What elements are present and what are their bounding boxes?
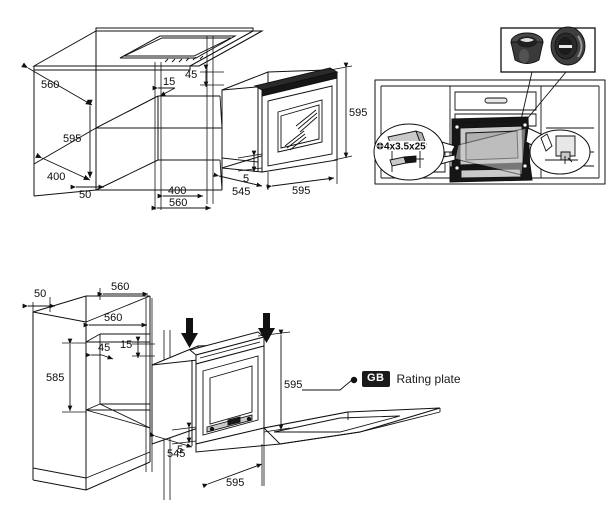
dim-label: 5 [243, 173, 249, 185]
dim-595-oven-height-bottom: 595 [257, 329, 302, 433]
reference-lines-top [154, 36, 214, 210]
dim-label: 400 [47, 171, 65, 183]
insert-arrows [181, 313, 275, 348]
dim-label: 50 [34, 288, 46, 300]
dim-560-top-bottomfig: 560 [97, 281, 148, 300]
dim-400-depth: 400 [35, 152, 91, 183]
rating-plate-legend: GB Rating plate [362, 371, 461, 387]
dim-15-bottomfig: 15 [120, 336, 155, 358]
dim-5-bottom-gap: 5 [237, 150, 263, 185]
dim-585-recess-height: 585 [46, 338, 86, 413]
dim-label: 560 [104, 312, 122, 324]
dim-400-recess: 400 [157, 185, 203, 199]
dim-label: 50 [79, 189, 91, 201]
dim-label: 560 [41, 79, 59, 91]
door-glass-reflection [284, 109, 318, 151]
oven-door-open [195, 407, 441, 453]
insert-arrow-left [181, 318, 198, 348]
dim-label: 400 [168, 185, 186, 197]
dim-label: 595 [63, 133, 81, 145]
dim-560-top: 560 [21, 62, 93, 106]
dim-545-oven-depth: 545 [213, 172, 263, 198]
insert-arrow-right [258, 313, 275, 343]
dim-label: 545 [167, 448, 185, 460]
figure-bottom-cabinet: 50 560 560 585 45 [22, 281, 171, 500]
dim-50-plinth: 50 [70, 184, 104, 201]
dim-label: 560 [169, 197, 187, 209]
dim-595-oven-width: 595 [266, 160, 338, 197]
screw-magnifier-left: 4x3.5x25 [373, 123, 445, 181]
rating-plate-leader [302, 376, 358, 391]
figure-top-oven: 595 545 595 5 [213, 62, 367, 198]
recess-opening [85, 333, 151, 429]
dim-label: 5 [177, 444, 183, 456]
dim-label: 15 [163, 76, 175, 88]
figure-top-cabinet: 560 595 400 50 400 560 [21, 27, 264, 211]
dim-label: 595 [226, 477, 244, 489]
figure-screw-detail: 4x3.5x25 [373, 26, 606, 185]
dim-label: 585 [46, 372, 64, 384]
dim-560-recess-bottomfig: 560 [83, 312, 147, 328]
dim-label: 560 [111, 281, 129, 293]
dim-label: 45 [185, 69, 197, 81]
screw-magnifier-right [525, 127, 591, 175]
screw-spec-label: 4x3.5x25 [384, 142, 426, 153]
screw-cap-ring [550, 26, 586, 66]
dim-45-bottomfig: 45 [85, 342, 114, 360]
dim-545-oven-depth-bottom: 545 [149, 432, 193, 460]
dim-15-top-gap: 45 [185, 64, 224, 87]
screw-cover-cap [510, 32, 544, 64]
figure-bottom-oven: 595 5 545 595 [149, 313, 441, 489]
dim-595-cabinet-height: 595 [63, 99, 93, 178]
dim-label: 595 [284, 379, 302, 391]
hob-control-knobs [164, 55, 204, 63]
dim-label: 595 [292, 185, 310, 197]
dim-label: 545 [232, 186, 250, 198]
dim-45-rear-gap: 15 [152, 76, 175, 97]
oven-door-handle [206, 414, 253, 433]
dim-label: 595 [349, 107, 367, 119]
dim-595-oven-height: 595 [329, 62, 367, 161]
screw-spec-callout: 4x3.5x25 [376, 141, 426, 153]
screw-cap-inset [500, 26, 596, 121]
dim-label: 15 [120, 339, 132, 351]
dim-595-oven-width-bottom: 595 [202, 436, 265, 489]
dim-label: 45 [98, 342, 110, 354]
country-badge-gb: GB [362, 371, 390, 387]
dim-560-recess: 560 [151, 197, 211, 211]
worktop-hob [32, 27, 264, 71]
rating-plate-label: Rating plate [396, 372, 461, 386]
dim-50-plinth-bottom: 50 [22, 288, 55, 316]
